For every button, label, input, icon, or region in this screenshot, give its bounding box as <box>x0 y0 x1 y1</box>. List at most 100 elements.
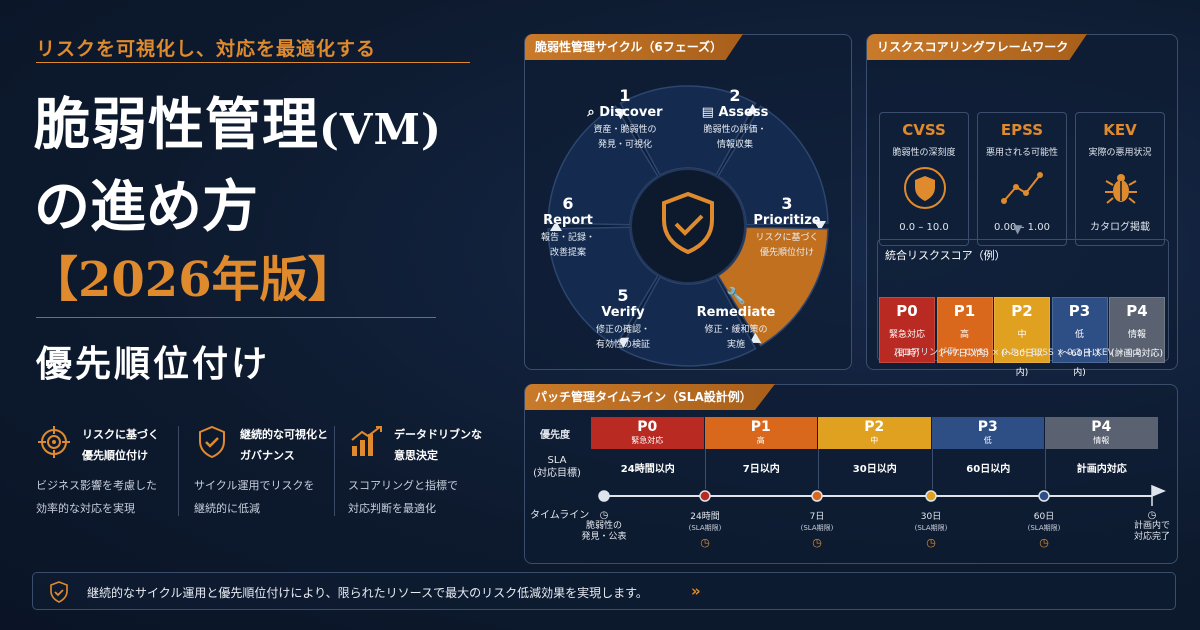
feature-desc: サイクル運用でリスクを 継続的に低減 <box>194 479 315 515</box>
cycle-center <box>630 168 746 284</box>
priority-label: P0 <box>896 302 918 320</box>
feature-desc: スコアリングと指標で 対応判断を最適化 <box>348 479 458 515</box>
priority-label: P2 <box>1011 302 1033 320</box>
framework-title: リスクスコアリングフレームワーク <box>867 34 1087 60</box>
timeline-axis <box>598 484 1166 506</box>
priority-desc: 高(〜7日以内) <box>940 330 989 359</box>
sla-cell: 計画内対応 <box>1076 464 1127 475</box>
phase-report[interactable]: 6 Report 報告・記録・ 改善提案 <box>528 196 608 261</box>
phase-desc: 資産・脆弱性の 発見・可視化 <box>593 125 657 150</box>
phase-discover[interactable]: 1 ⌕ Discover 資産・脆弱性の 発見・可視化 <box>580 88 670 153</box>
cycle-arrow-icon <box>814 221 826 231</box>
wrench-icon: 🔧 <box>726 286 746 305</box>
phase-assess[interactable]: 2 ▤ Assess 脆弱性の評価・ 情報収集 <box>690 88 780 153</box>
timeline-tick: 30日(SLA期限)◷ <box>895 512 967 548</box>
card-kev: KEV 実際の悪用状況 カタログ掲載 <box>1075 112 1165 246</box>
row-label-sla: SLA (対応目標) <box>533 455 581 479</box>
timeline-panel: パッチ管理タイムライン（SLA設計例） <box>524 384 1178 564</box>
feature-title: データドリブンな 意思決定 <box>394 428 482 462</box>
priority-box-p1: P1 高(〜7日以内) <box>936 297 993 363</box>
sla-cell: 7日以内 <box>742 464 780 475</box>
clock-icon: ◷ <box>812 536 822 549</box>
priority-label: P3 <box>1068 302 1091 320</box>
cycle-arrow-icon <box>749 332 762 344</box>
cycle-diagram <box>547 85 829 367</box>
framework-panel: リスクスコアリングフレームワーク CVSS 脆弱性の深刻度 0.0 – 10.0… <box>866 34 1178 378</box>
timeline-tick: ◷計画内で 対応完了 <box>1116 510 1188 543</box>
phase-desc: 修正の確認・ 有効性の検証 <box>595 325 650 350</box>
subtitle: 優先順位付け <box>36 344 271 385</box>
timeline-dot <box>699 490 711 502</box>
chart-up-icon <box>351 426 382 456</box>
timeline-tick: 60日(SLA期限)◷ <box>1008 512 1080 548</box>
title-main: 脆弱性管理 <box>34 92 319 158</box>
cycle-arrow-icon <box>746 103 759 115</box>
arrow-down-icon: ▼ <box>1013 222 1023 236</box>
priority-label: P4 <box>1126 302 1148 320</box>
priority-box-p4: P4 情報(計画内対応) <box>1109 297 1165 363</box>
search-icon: ⌕ <box>587 105 595 120</box>
timeline-dot <box>598 490 610 502</box>
target-icon <box>38 426 70 458</box>
sla-cell: 60日以内 <box>966 464 1011 475</box>
feature-title: 継続的な可視化と ガバナンス <box>240 428 328 462</box>
separator <box>334 426 335 516</box>
divider <box>36 317 436 318</box>
phase-name: ⌕ Discover <box>587 105 663 120</box>
timeline-tick: 7日(SLA期限)◷ <box>781 512 853 548</box>
phase-desc: 修正・緩和策の 実施 <box>704 325 768 350</box>
clock-icon: ◷ <box>599 510 609 521</box>
clock-icon: ◷ <box>700 536 710 549</box>
clock-icon: ◷ <box>926 536 936 549</box>
phase-name: ▤ Assess <box>701 105 769 120</box>
column-separator <box>704 449 706 489</box>
priority-desc: 情報(計画内対応) <box>1110 330 1164 359</box>
phase-desc: 脆弱性の評価・ 情報収集 <box>703 125 767 150</box>
row-label-timeline: タイムライン <box>530 510 590 521</box>
shield-check-icon <box>50 581 68 603</box>
phase-prioritize[interactable]: 3 Prioritize リスクに基づく 優先順位付け <box>742 196 832 261</box>
flag-icon <box>1151 484 1166 506</box>
priority-label: P1 <box>953 302 976 320</box>
clock-icon: ◷ <box>1039 536 1049 549</box>
sla-cell: 30日以内 <box>852 464 897 475</box>
column-separator <box>931 449 933 489</box>
priority-desc: 緊急対応(即時) <box>888 330 925 359</box>
bug-icon <box>1105 174 1137 204</box>
cycle-title: 脆弱性管理サイクル（6フェーズ） <box>525 34 743 60</box>
page-title-line2: の進め方 <box>34 174 258 240</box>
separator <box>178 426 179 516</box>
column-separator <box>1045 449 1046 489</box>
cycle-arrow-icon <box>617 337 630 349</box>
cycle-arrow-icon <box>550 221 562 231</box>
shield-icon <box>904 167 946 209</box>
shield-check-icon <box>662 191 714 255</box>
card-epss: EPSS 悪用される可能性 0.00 – 1.00 <box>977 112 1067 246</box>
phase-desc: リスクに基づく 優先順位付け <box>755 233 819 258</box>
chevron-right-icon: » <box>691 582 701 600</box>
timeline-title: パッチ管理タイムライン（SLA設計例） <box>525 384 775 410</box>
clipboard-icon: ▤ <box>701 105 714 120</box>
phase-verify[interactable]: 5 Verify 修正の確認・ 有効性の検証 <box>578 288 668 353</box>
timeline-dot <box>925 490 937 502</box>
priority-box-p0: P0 緊急対応(即時) <box>879 297 935 363</box>
trend-line-icon <box>1001 172 1043 204</box>
timeline-dot <box>811 490 823 502</box>
phase-remediate[interactable]: 🔧 Remediate 修正・緩和策の 実施 <box>688 288 784 353</box>
title-year: 【2026年版】 <box>30 252 356 308</box>
integrated-title: 統合リスクスコア（例） <box>885 249 1006 262</box>
footer-text: 継続的なサイクル運用と優先順位付けにより、限られたリソースで最大のリスク低減効果… <box>87 586 648 600</box>
feature-desc: ビジネス影響を考慮した 効率的な対応を実現 <box>36 479 157 515</box>
feature-title: リスクに基づく 優先順位付け <box>82 428 159 462</box>
divider <box>36 62 470 63</box>
row-label-priority: 優先度 <box>540 430 570 441</box>
cycle-arrow-icon <box>614 108 627 120</box>
clock-icon: ◷ <box>1147 510 1157 521</box>
timeline-tick: ◷脆弱性の 発見・公表 <box>568 510 640 543</box>
